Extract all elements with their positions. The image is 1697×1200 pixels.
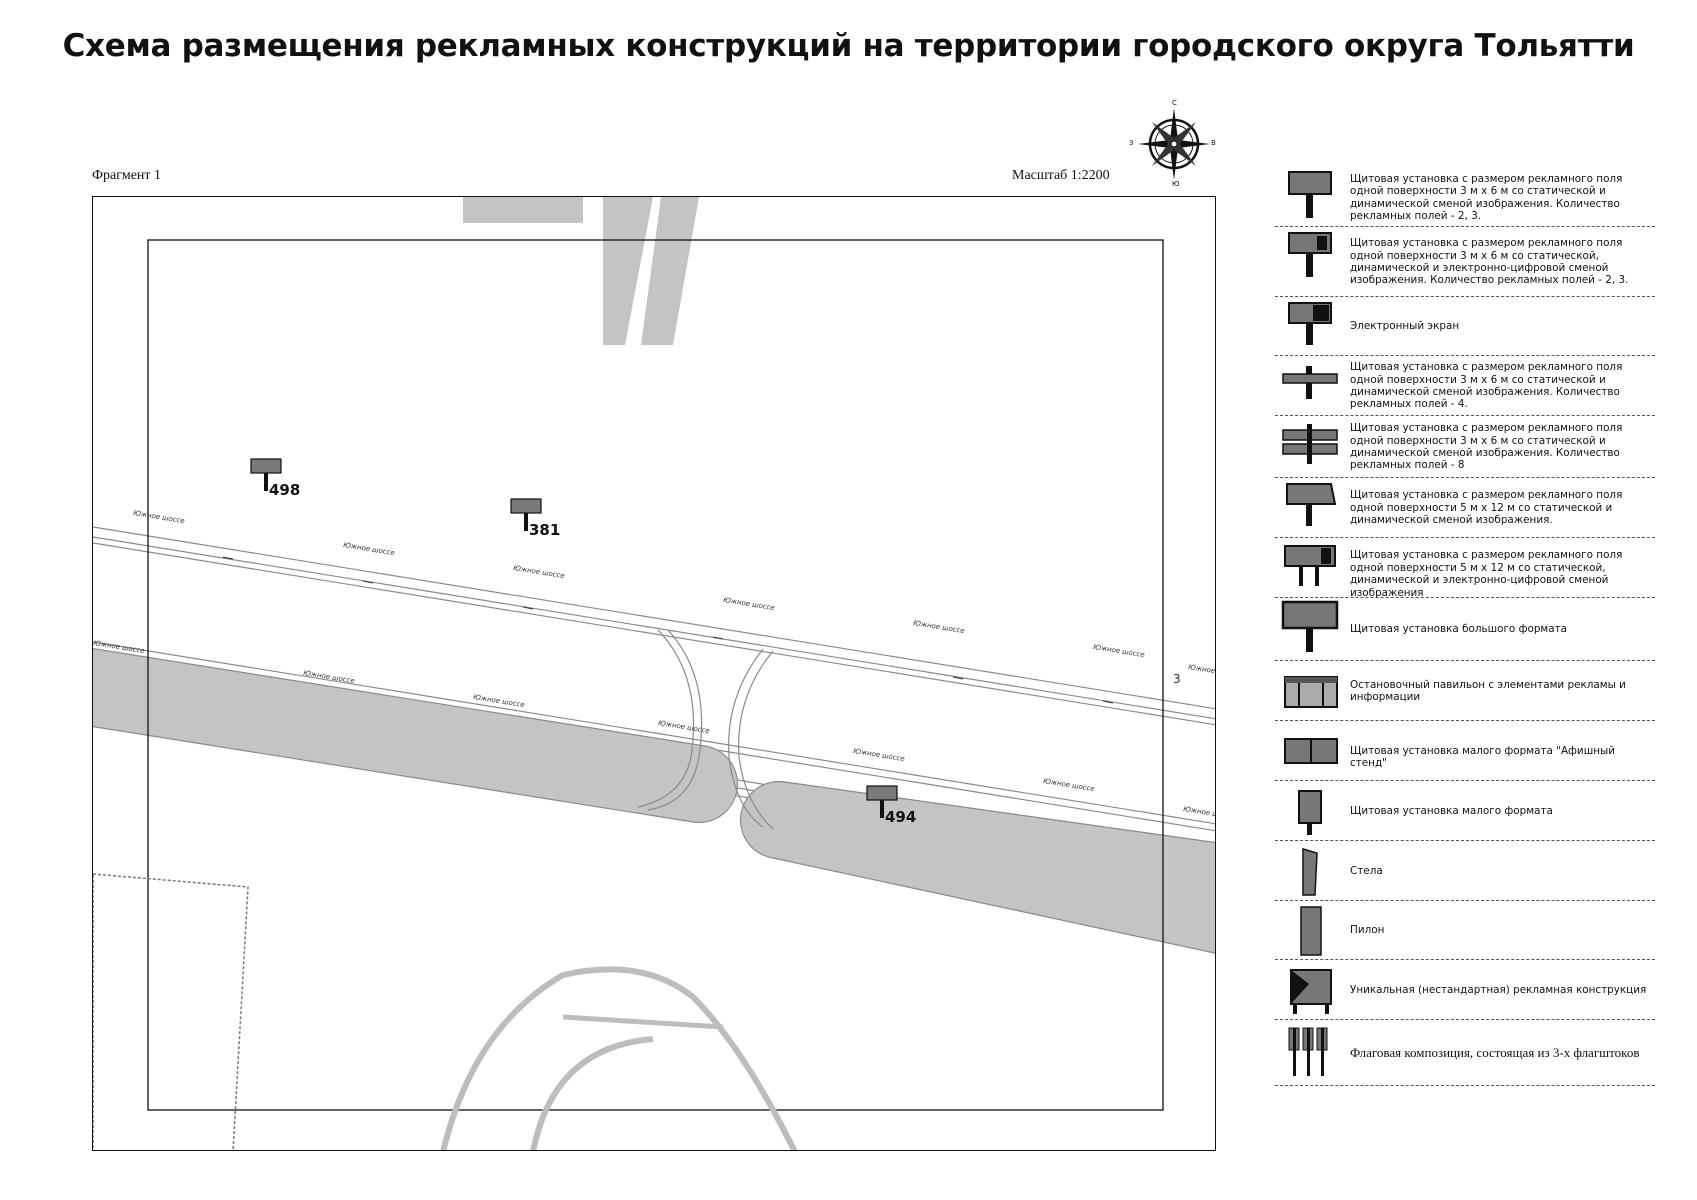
zone-label-layer: 13 xyxy=(649,656,1181,686)
median-right xyxy=(739,780,1215,954)
billboard-post xyxy=(524,513,528,531)
billboard-icon xyxy=(866,785,898,801)
billboard-3x6-four-fields-icon xyxy=(1279,356,1341,415)
legend-item: Флаговая композиция, состоящая из 3-х фл… xyxy=(1275,1020,1655,1086)
legend-item: Щитовая установка большого формата xyxy=(1275,598,1655,661)
strip-gray-right xyxy=(641,197,699,345)
road-label: Южное шоссе xyxy=(473,693,526,709)
road-label: Южное шоссе xyxy=(1043,777,1096,793)
billboard-icon xyxy=(250,458,282,474)
marker-number: 381 xyxy=(529,521,560,539)
legend-item: Щитовая установка с размером рекламного … xyxy=(1275,168,1655,227)
road-label: Южное шоссе xyxy=(1188,663,1216,679)
legend-item-label: Остановочный павильон с элементами рекла… xyxy=(1350,678,1626,703)
page-title: Схема размещения рекламных конструкций н… xyxy=(62,28,1635,64)
marker-number: 494 xyxy=(885,808,916,826)
legend-item: Щитовая установка с размером рекламного … xyxy=(1275,538,1655,599)
median-left xyxy=(93,647,739,824)
pylon-icon xyxy=(1279,901,1341,959)
billboard-marker-494[interactable]: 494 xyxy=(866,785,916,826)
road-label: Южное шоссе xyxy=(853,747,906,763)
legend-item-label: Щитовая установка с размером рекламного … xyxy=(1350,422,1623,472)
legend-item: Пилон xyxy=(1275,901,1655,960)
legend-item-label: Щитовая установка с размером рекламного … xyxy=(1350,361,1623,411)
legend-item-label: Щитовая установка большого формата xyxy=(1350,623,1568,636)
legend-item: Щитовая установка малого формата "Афишны… xyxy=(1275,721,1655,781)
billboard-post xyxy=(880,800,884,818)
legend-item-label: Щитовая установка с размером рекламного … xyxy=(1350,237,1629,287)
legend-item-label: Щитовая установка с размером рекламного … xyxy=(1350,172,1623,222)
compass-rose-icon: С Ю В З xyxy=(1129,99,1216,188)
legend-item-label: Щитовая установка малого формата xyxy=(1350,804,1553,817)
zone-label: 3 xyxy=(1173,672,1181,686)
road-label: Южное шоссе xyxy=(723,596,776,612)
billboard-5x12-digital-icon xyxy=(1279,538,1341,597)
legend-item-label: Уникальная (нестандартная) рекламная кон… xyxy=(1350,983,1647,996)
legend-item-label: Щитовая установка с размером рекламного … xyxy=(1350,489,1623,527)
building-top xyxy=(463,197,583,223)
billboard-marker-381[interactable]: 381 xyxy=(510,498,560,539)
road-label: Южное шоссе xyxy=(1093,643,1146,659)
unique-structure-icon xyxy=(1279,960,1341,1019)
legend-item-label: Щитовая установка малого формата "Афишны… xyxy=(1350,744,1615,770)
billboard-3x6-eight-fields-icon xyxy=(1279,416,1341,477)
legend-item: Щитовая установка с размером рекламного … xyxy=(1275,478,1655,538)
billboard-3x6-static-dynamic-icon xyxy=(1279,168,1341,226)
zone-label: 1 xyxy=(649,656,657,670)
stele-icon xyxy=(1279,841,1341,900)
billboard-3x6-digital-icon xyxy=(1279,227,1341,296)
legend-item-label: Щитовая установка с размером рекламного … xyxy=(1350,549,1623,599)
legend-item: Щитовая установка с размером рекламного … xyxy=(1275,416,1655,478)
poster-stand-icon xyxy=(1279,721,1341,780)
internal-frame xyxy=(147,239,1164,1111)
legend-item-label: Флаговая композиция, состоящая из 3-х фл… xyxy=(1350,1045,1640,1060)
road-label: Южное шоссе xyxy=(133,509,186,525)
lower-region xyxy=(93,873,798,1150)
legend-item: Уникальная (нестандартная) рекламная кон… xyxy=(1275,960,1655,1020)
billboard-icon xyxy=(510,498,542,514)
legend-item: Стела xyxy=(1275,841,1655,901)
legend-item: Остановочный павильон с элементами рекла… xyxy=(1275,661,1655,721)
billboard-5x12-icon xyxy=(1279,478,1341,537)
large-format-billboard-icon xyxy=(1279,598,1341,660)
road-label: Южное шоссе xyxy=(343,541,396,557)
compass-east-label: В xyxy=(1211,139,1216,147)
legend-item: Электронный экран xyxy=(1275,297,1655,356)
flag-composition-icon xyxy=(1279,1020,1341,1085)
scale-label: Масштаб 1:2200 xyxy=(1012,168,1110,183)
interchange xyxy=(637,629,774,830)
legend-item: Щитовая установка малого формата xyxy=(1275,781,1655,841)
legend-item-label: Стела xyxy=(1350,864,1383,877)
electronic-screen-icon xyxy=(1279,297,1341,355)
fragment-label: Фрагмент 1 xyxy=(92,168,162,183)
small-format-billboard-icon xyxy=(1279,781,1341,840)
legend-item-label: Пилон xyxy=(1350,924,1385,937)
legend-item: Щитовая установка с размером рекламного … xyxy=(1275,356,1655,416)
legend-panel: Щитовая установка с размером рекламного … xyxy=(1275,168,1655,1086)
marker-number: 498 xyxy=(269,481,300,499)
compass-north-label: С xyxy=(1172,99,1177,107)
billboard-post xyxy=(264,473,268,491)
strip-gray-left xyxy=(603,197,653,345)
road-label: Южное шоссе xyxy=(513,564,566,580)
road-label: Южное шоссе xyxy=(913,619,966,635)
billboard-marker-498[interactable]: 498 xyxy=(250,458,300,499)
bus-stop-pavilion-icon xyxy=(1279,661,1341,720)
road-label: Южное шоссе xyxy=(658,719,711,735)
legend-item: Щитовая установка с размером рекламного … xyxy=(1275,227,1655,297)
legend-item-label: Электронный экран xyxy=(1350,320,1460,333)
compass-south-label: Ю xyxy=(1172,180,1180,188)
compass-west-label: З xyxy=(1129,139,1134,147)
marker-layer: 498 381 494 xyxy=(250,458,916,826)
